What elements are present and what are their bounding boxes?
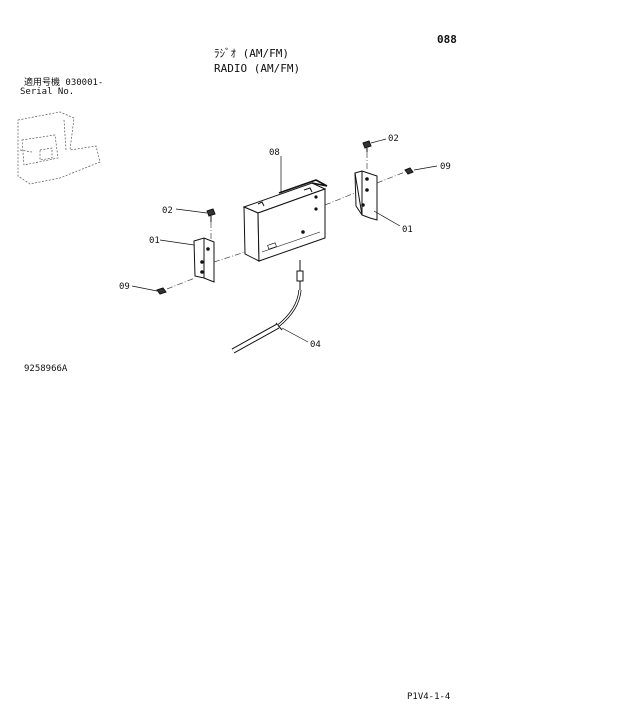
leader-lines bbox=[131, 138, 438, 343]
figure-id: 9258966A bbox=[24, 364, 68, 374]
bracket-right bbox=[354, 170, 378, 221]
serial-label-japanese: 適用号機 030001- bbox=[24, 78, 104, 88]
bolt-left bbox=[206, 208, 216, 222]
title-english: RADIO (AM/FM) bbox=[214, 62, 301, 75]
page-number: 088 bbox=[437, 33, 457, 46]
callout-01-right: 01 bbox=[402, 225, 413, 235]
callout-02-right: 02 bbox=[388, 134, 399, 144]
location-sketch bbox=[17, 111, 101, 185]
bracket-left bbox=[193, 237, 215, 283]
antenna-cable bbox=[231, 260, 304, 354]
screw-left bbox=[156, 287, 167, 295]
title-japanese: ﾗｼﾞｵ (AM/FM) bbox=[214, 47, 289, 60]
radio-unit bbox=[242, 179, 328, 262]
callout-02-left: 02 bbox=[162, 206, 173, 216]
callout-08: 08 bbox=[269, 148, 280, 158]
callout-09-right: 09 bbox=[440, 162, 451, 172]
callout-09-left: 09 bbox=[119, 282, 130, 292]
callout-01-left: 01 bbox=[149, 236, 160, 246]
page-footer-code: P1V4-1-4 bbox=[407, 692, 451, 702]
alignment-lines bbox=[166, 152, 406, 290]
callout-04: 04 bbox=[310, 340, 321, 350]
bolt-right bbox=[362, 140, 372, 152]
serial-label-english: Serial No. bbox=[20, 87, 75, 97]
screw-right bbox=[404, 167, 414, 175]
